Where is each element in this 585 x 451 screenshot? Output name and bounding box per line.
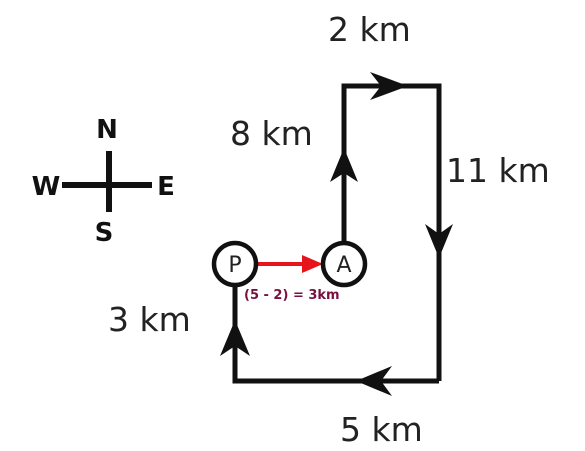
- arrow-east-segment-2: [370, 72, 408, 100]
- displacement-calculation: (5 - 2) = 3km: [244, 288, 340, 303]
- displacement-arrow: [258, 255, 323, 273]
- arrow-north-segment-1: [330, 148, 358, 182]
- point-p-label: P: [228, 253, 241, 278]
- distance-label-north-1: 8 km: [230, 114, 313, 153]
- compass-south-label: S: [95, 218, 114, 248]
- point-a-label: A: [336, 253, 351, 278]
- distance-label-south: 11 km: [446, 151, 550, 190]
- arrow-north-segment-5: [220, 320, 250, 356]
- compass-east-label: E: [157, 172, 175, 202]
- distance-label-east: 2 km: [328, 10, 411, 49]
- distance-label-north-2: 3 km: [108, 300, 191, 339]
- distance-label-west: 5 km: [340, 410, 423, 449]
- displacement-arrowhead: [302, 255, 323, 273]
- point-p-circle: [211, 240, 259, 288]
- route-line-upper: [341, 83, 442, 381]
- arrow-west-segment-4: [356, 366, 392, 396]
- direction-arrows: [220, 72, 453, 396]
- arrow-south-segment-3: [425, 224, 453, 258]
- point-a-circle: [320, 240, 368, 288]
- compass-west-label: W: [32, 172, 61, 202]
- compass-north-label: N: [96, 115, 118, 145]
- compass-rose: N S W E: [32, 115, 175, 248]
- point-p: P: [211, 240, 259, 288]
- point-a: A: [320, 240, 368, 288]
